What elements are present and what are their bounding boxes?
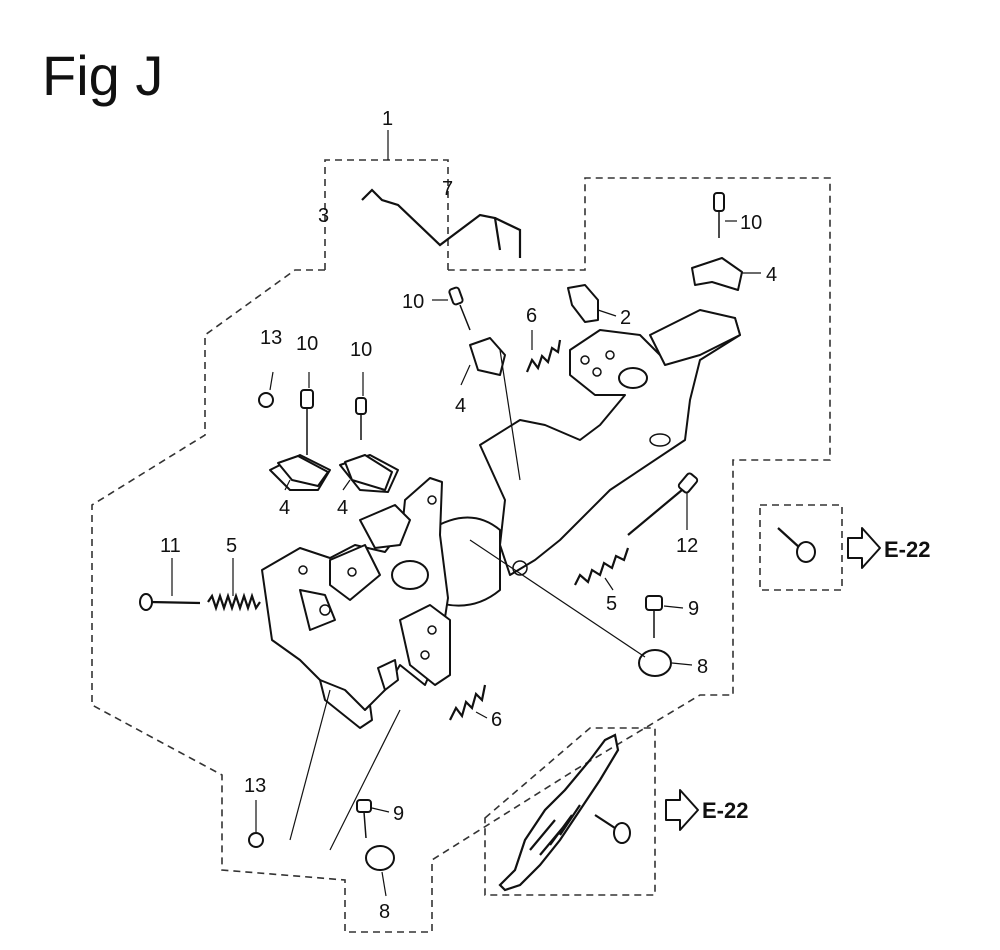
throttle-rod [361, 188, 522, 258]
callout-4: 4 [766, 264, 777, 286]
callout-10: 10 [402, 291, 424, 313]
callout-7: 7 [442, 178, 453, 200]
arrow-right-outline-icon [847, 527, 881, 569]
small-parts [248, 284, 672, 871]
leader-lines [171, 130, 761, 897]
callout-12: 12 [676, 535, 698, 557]
bolts [139, 192, 725, 611]
callout-4: 4 [279, 497, 290, 519]
callout-numbers: 1 3 7 10 4 10 6 2 4 13 10 10 4 4 12 11 5… [160, 108, 777, 923]
callout-9: 9 [688, 598, 699, 620]
callout-4: 4 [455, 395, 466, 417]
reference-label-e22: E-22 [884, 537, 930, 562]
callout-6: 6 [491, 709, 502, 731]
callout-10: 10 [296, 333, 318, 355]
callout-8: 8 [379, 901, 390, 923]
callout-5: 5 [606, 593, 617, 615]
clamp-brackets [277, 257, 743, 491]
callout-4: 4 [337, 497, 348, 519]
reference-box-2: E-22 [484, 727, 748, 896]
callout-10: 10 [350, 339, 372, 361]
callout-8: 8 [697, 656, 708, 678]
reference-box-1: E-22 [759, 504, 930, 591]
callout-11: 11 [160, 535, 181, 557]
assembly-boundary [91, 159, 831, 933]
callout-2: 2 [620, 307, 631, 329]
callout-6: 6 [526, 305, 537, 327]
callout-10: 10 [740, 212, 762, 234]
callout-1: 1 [382, 108, 393, 130]
reference-label-e22: E-22 [702, 798, 748, 823]
callout-3: 3 [318, 205, 329, 227]
callout-13: 13 [260, 327, 282, 349]
figure-title: Fig J [42, 44, 163, 107]
arrow-right-outline-icon [665, 789, 699, 831]
callout-5: 5 [226, 535, 237, 557]
callout-13: 13 [244, 775, 266, 797]
springs [207, 339, 630, 721]
callout-9: 9 [393, 803, 404, 825]
